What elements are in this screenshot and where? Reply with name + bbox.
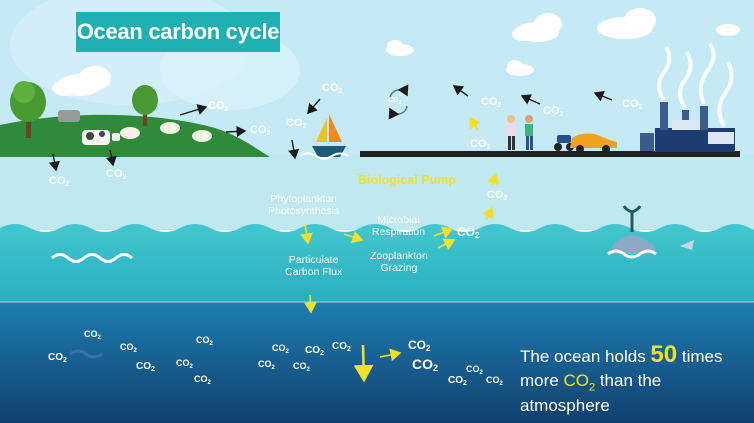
co2-label: CO2 [481,96,502,110]
co2-label: CO2 [487,189,508,203]
diagram-title: Ocean carbon cycle [76,19,280,44]
biological-pump-label: Biological Pump [358,173,456,187]
co2-label: CO2 [543,105,564,119]
co2-label: CO2 [84,329,101,342]
coast-road [360,151,740,157]
co2-label: CO2 [136,361,155,374]
co2-label: CO2 [258,359,275,372]
summary-number: 50 [650,341,678,368]
mid-water [0,224,754,305]
co2-label: CO2 [457,225,480,240]
co2-label: CO2 [466,364,483,377]
co2-label: CO2 [196,335,213,348]
co2-label: CO2 [106,168,127,182]
title-banner: Ocean carbon cycle [76,12,280,52]
co2-label: CO2 [332,341,351,354]
atmosphere-arrows [48,85,613,172]
whale [612,205,694,254]
co2-label: CO2 [176,358,193,371]
surface-water [0,155,754,230]
co2-label: CO2 [208,100,229,114]
particulate-carbon-flux-label: Particulate Carbon Flux [285,254,343,278]
people [507,115,533,150]
co2-label: CO2 [412,356,439,373]
co2-label: CO2 [272,343,289,356]
zooplankton-grazing-label: Zooplankton Grazing [370,250,428,274]
summary-text: The ocean holds 50 times more CO2 than t… [520,340,754,416]
factory [640,42,735,152]
summary-line-2: more CO2 than the atmosphere [520,371,662,416]
co2-label: CO2 [305,345,324,358]
biological-pump-arrows [300,116,500,383]
livestock [58,110,212,145]
phytoplankton-label: Phytoplankton Photosynthesis [268,193,340,217]
co2-label: CO2 [49,175,70,189]
co2-label: CO2 [470,138,491,152]
clouds [52,8,740,96]
co2-label: CO2 [250,124,271,138]
water-waves [51,249,657,263]
co2-label: CO2 [194,374,211,387]
co2-label: CO2 [120,342,137,355]
trees [10,81,158,138]
co2-label: CO2 [286,117,307,131]
co2-label: CO2 [622,98,643,112]
summary-line-1: The ocean holds 50 times [520,341,723,368]
deep-water [0,302,754,423]
co2-label: CO2 [48,352,67,365]
co2-label: CO2 [408,338,431,353]
co2-label: CO2 [448,375,467,388]
vehicles [554,133,617,153]
co2-label: CO2 [293,361,310,374]
co2-label: CO2 [388,97,402,106]
microbial-respiration-label: Microbial Respiration [372,214,426,238]
co2-label: CO2 [486,375,503,388]
co2-label: CO2 [322,82,343,96]
cycle-icon [388,84,409,120]
